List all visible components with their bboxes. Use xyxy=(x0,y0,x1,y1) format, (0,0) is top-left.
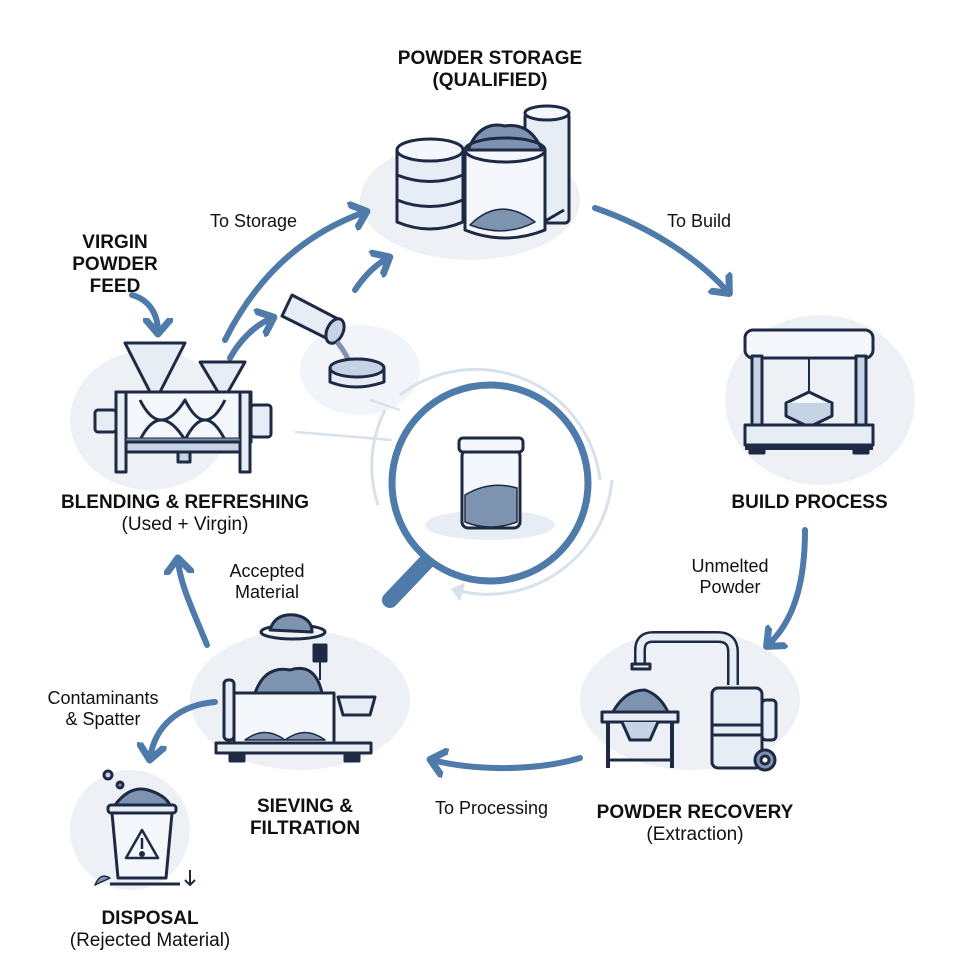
magnifier-sample-jar-icon xyxy=(382,381,592,608)
accepted-line2: Material xyxy=(234,581,300,602)
arrow-virgin-feed xyxy=(129,292,158,332)
contaminants-line1: Contaminants xyxy=(47,688,159,708)
vacuum-recovery-icon xyxy=(600,631,778,772)
storage-tanks-icon xyxy=(395,104,571,240)
stage-title-blending: BLENDING & REFRESHING (Used + Virgin) xyxy=(35,492,335,536)
flow-label-to-build: To Build xyxy=(667,211,732,231)
sieving-title-line2: FILTRATION xyxy=(249,817,361,839)
flow-arrows xyxy=(129,205,808,768)
blending-title: BLENDING & REFRESHING xyxy=(60,492,310,513)
stage-title-recovery: POWDER RECOVERY (Extraction) xyxy=(580,802,810,846)
stage-title-sieving: SIEVING & FILTRATION xyxy=(230,796,380,840)
virgin-title-line1: VIRGIN xyxy=(82,232,148,253)
pouring-container-icon xyxy=(280,293,386,389)
flow-label-accepted: Accepted Material xyxy=(212,561,322,602)
sieve-machine-icon xyxy=(214,613,377,763)
stage-title-virgin-feed: VIRGIN POWDER FEED xyxy=(50,232,180,298)
flow-label-to-processing: To Processing xyxy=(435,798,549,818)
3d-printer-icon xyxy=(743,328,875,455)
stage-title-storage: POWDER STORAGE (QUALIFIED) xyxy=(390,48,590,92)
stage-title-build: BUILD PROCESS xyxy=(712,492,907,514)
sieving-title-line1: SIEVING & xyxy=(256,796,354,817)
disposal-subtitle: (Rejected Material) xyxy=(69,929,231,951)
unmelted-line2: Powder xyxy=(699,576,761,597)
storage-title-line1: POWDER STORAGE xyxy=(397,48,583,69)
arrow-pour-to-storage xyxy=(352,258,388,293)
contaminants-line2: & Spatter xyxy=(65,708,141,729)
flow-label-unmelted: Unmelted Powder xyxy=(680,556,780,597)
accepted-line1: Accepted xyxy=(229,561,305,581)
storage-title-line2: (QUALIFIED) xyxy=(432,69,548,91)
recovery-title: POWDER RECOVERY xyxy=(596,802,794,823)
arrow-to-processing xyxy=(432,758,583,768)
arrow-blender-to-pour xyxy=(227,318,272,361)
flow-label-to-storage: To Storage xyxy=(210,211,298,231)
arrow-accepted xyxy=(178,560,210,648)
virgin-title-line2: POWDER xyxy=(72,253,158,275)
blending-subtitle: (Used + Virgin) xyxy=(121,513,249,535)
arrow-to-build xyxy=(592,205,728,292)
hazard-bin-icon xyxy=(94,769,196,886)
ribbon-blender-icon xyxy=(93,341,273,474)
recovery-subtitle: (Extraction) xyxy=(646,823,744,845)
unmelted-line1: Unmelted xyxy=(691,556,769,576)
flow-label-contaminants: Contaminants & Spatter xyxy=(28,688,178,729)
arrow-to-storage xyxy=(222,212,365,343)
arrow-unmelted xyxy=(768,527,808,645)
virgin-title-line3: FEED xyxy=(89,275,141,297)
stage-title-disposal: DISPOSAL (Rejected Material) xyxy=(40,908,260,952)
build-title: BUILD PROCESS xyxy=(731,492,888,513)
disposal-title: DISPOSAL xyxy=(101,908,199,929)
arrow-contaminants xyxy=(150,699,218,758)
inner-cycle-ring xyxy=(294,367,614,594)
